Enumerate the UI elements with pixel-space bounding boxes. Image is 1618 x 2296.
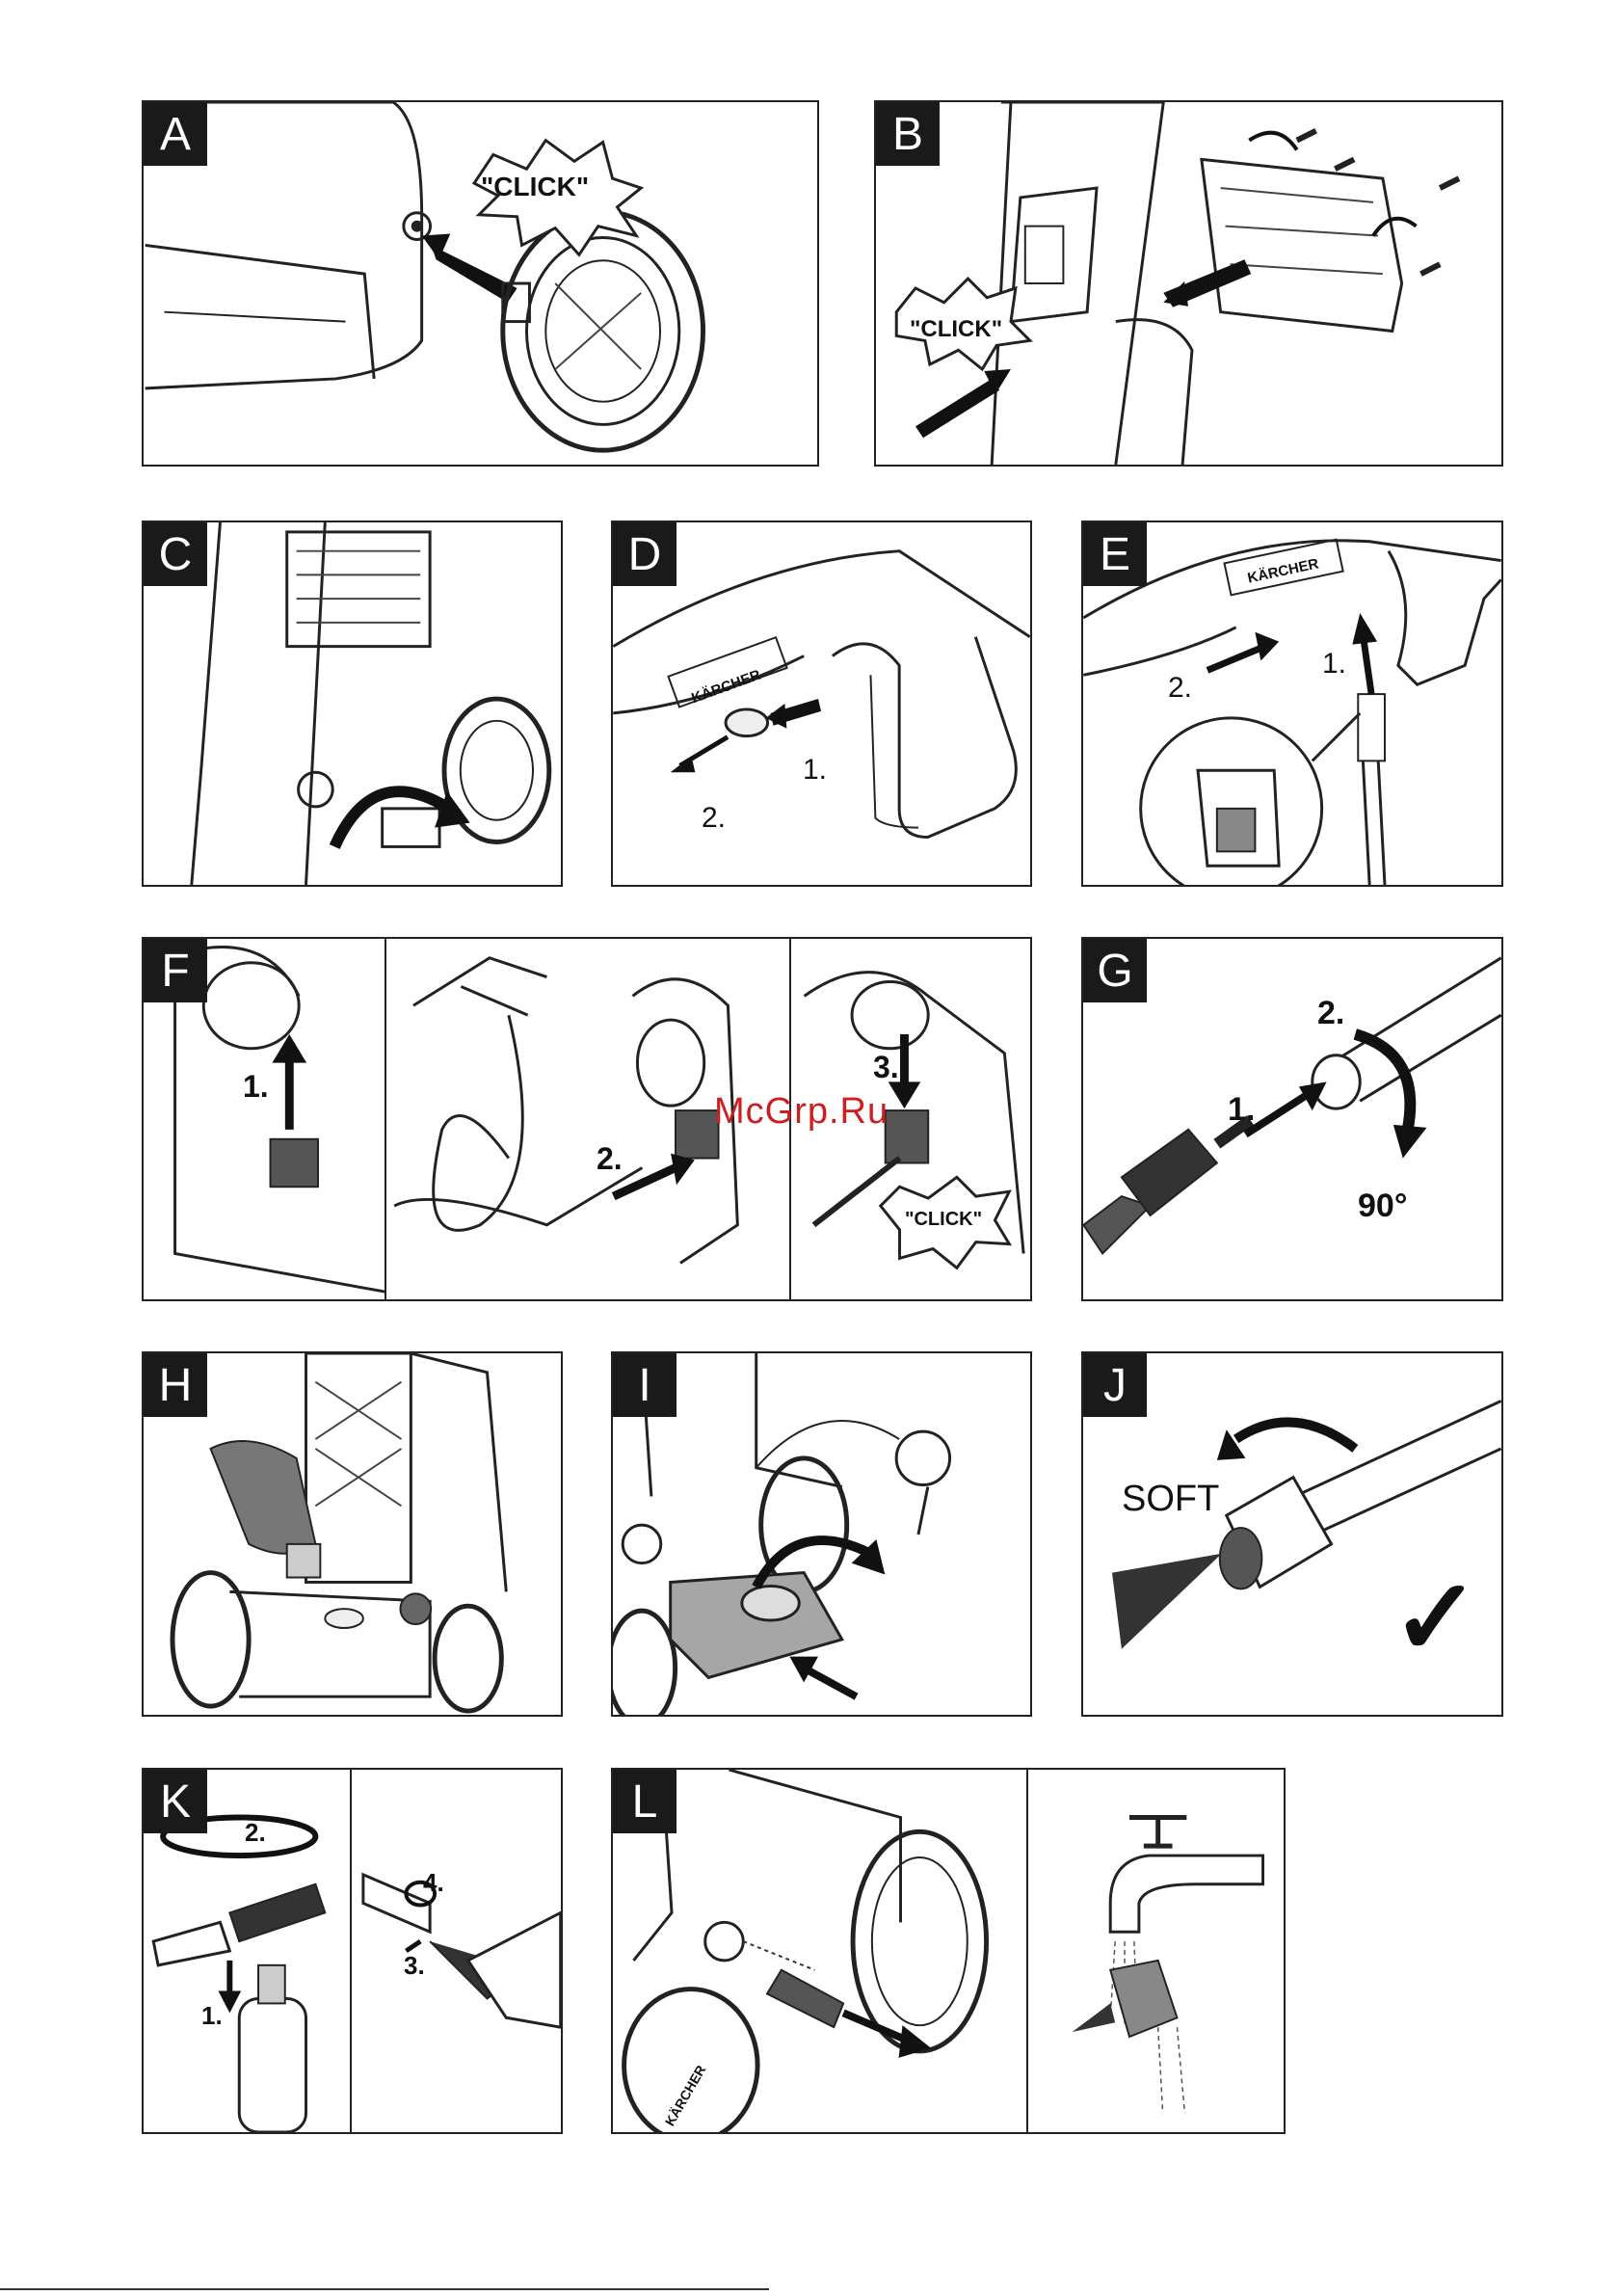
hp-hose-connection-illustration bbox=[144, 939, 1030, 1299]
panel-b: B "CLICK" bbox=[874, 100, 1503, 467]
step-1-label: 1. bbox=[803, 754, 827, 787]
attach-wheel-illustration bbox=[144, 102, 817, 465]
panel-tag: J bbox=[1083, 1353, 1147, 1417]
panel-tag: K bbox=[144, 1770, 207, 1833]
step-2-label: 2. bbox=[245, 1818, 266, 1848]
panel-e: E KÄRCHER 1. 2. bbox=[1081, 521, 1503, 887]
panel-h: H bbox=[142, 1351, 563, 1717]
panel-d: D KÄRCHER 1. 2. bbox=[611, 521, 1032, 887]
step-3-label: 3. bbox=[873, 1050, 899, 1085]
panel-f: F 1. 2. 3. "CLICK" bbox=[142, 937, 1032, 1301]
step-1-label: 1. bbox=[1322, 648, 1346, 681]
check-icon: ✓ bbox=[1392, 1565, 1480, 1671]
mount-holder-illustration bbox=[876, 102, 1501, 465]
step-2-label: 2. bbox=[597, 1141, 623, 1177]
panel-tag: D bbox=[613, 522, 676, 586]
step-1-label: 1. bbox=[1228, 1091, 1255, 1129]
click-label: "CLICK" bbox=[910, 316, 1002, 343]
step-2-label: 2. bbox=[702, 802, 726, 835]
watermark: McGrp.Ru bbox=[714, 1091, 889, 1133]
panel-tag: I bbox=[613, 1353, 676, 1417]
panel-tag: B bbox=[876, 102, 940, 166]
step-2-label: 2. bbox=[1317, 995, 1344, 1032]
click-label: "CLICK" bbox=[905, 1209, 982, 1231]
water-filter-cleaning-illustration bbox=[613, 1770, 1284, 2132]
panel-divider bbox=[385, 939, 386, 1299]
step-4-label: 4. bbox=[423, 1868, 444, 1898]
panel-tag: C bbox=[144, 522, 207, 586]
panel-tag: E bbox=[1083, 522, 1147, 586]
panel-tag: G bbox=[1083, 939, 1147, 1002]
panel-tag: L bbox=[613, 1770, 676, 1833]
step-1-label: 1. bbox=[201, 2001, 223, 2031]
panel-divider bbox=[1026, 1770, 1028, 2132]
panel-tag: A bbox=[144, 102, 207, 166]
panel-tag: F bbox=[144, 939, 207, 1002]
step-2-label: 2. bbox=[1168, 672, 1192, 705]
panel-a: A "CLICK" bbox=[142, 100, 819, 467]
panel-l: L KÄRCHER bbox=[611, 1768, 1286, 2134]
step-1-label: 1. bbox=[243, 1069, 269, 1105]
soft-label: SOFT bbox=[1122, 1479, 1219, 1520]
step-3-label: 3. bbox=[404, 1951, 425, 1981]
panel-k: K 1. 2. 3. 4. bbox=[142, 1768, 563, 2134]
panel-i: I bbox=[611, 1351, 1032, 1717]
panel-g: G 1. 2. 90° bbox=[1081, 937, 1503, 1301]
click-label: "CLICK" bbox=[481, 172, 589, 202]
footer-rule bbox=[0, 2288, 769, 2290]
panel-tag: H bbox=[144, 1353, 207, 1417]
panel-c: C bbox=[142, 521, 563, 887]
panel-j: J SOFT ✓ bbox=[1081, 1351, 1503, 1717]
angle-label: 90° bbox=[1358, 1188, 1407, 1225]
panel-divider bbox=[350, 1770, 352, 2132]
